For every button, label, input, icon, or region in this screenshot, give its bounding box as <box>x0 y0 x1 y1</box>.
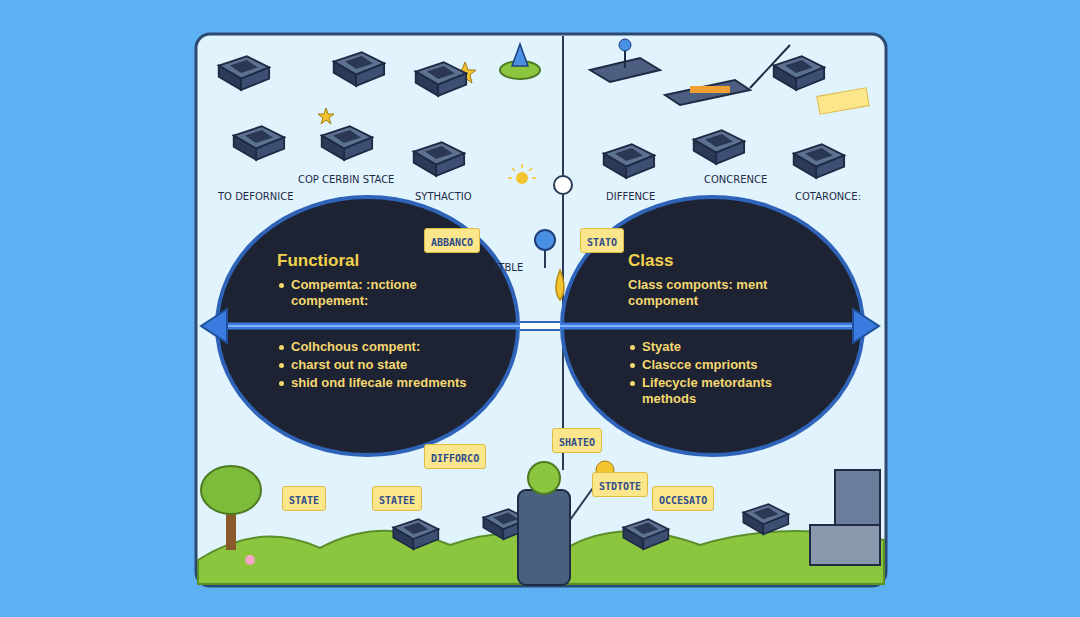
bullet-dot <box>279 363 284 368</box>
state-tag: STATE <box>282 486 326 511</box>
state-tag: DIFFORCO <box>424 444 486 469</box>
bullet-dot <box>279 283 284 288</box>
caption-label: CONCRENCE <box>704 174 767 185</box>
caption-label: COP CERBIN STACE <box>298 174 394 185</box>
bullet-dot <box>279 381 284 386</box>
state-tag: OCCESATO <box>652 486 714 511</box>
tag-text: STDTOTE <box>599 481 641 492</box>
oval-content: ClassClass componts: ment componentStyat… <box>560 195 813 407</box>
tag-text: OCCESATO <box>659 495 707 506</box>
bullet-dot <box>630 381 635 386</box>
bullet-text: Compemta: :nctione compement: <box>277 277 467 309</box>
state-tag: STATEE <box>372 486 422 511</box>
bullet-text: Class componts: ment component <box>628 277 813 309</box>
oval-heading: Class <box>628 251 813 271</box>
machine <box>810 470 880 565</box>
connector-device <box>590 39 790 105</box>
bullet-dot <box>279 345 284 350</box>
caption-label: SYTHACTIO <box>415 191 472 202</box>
link-bar <box>520 326 560 327</box>
link-stroke <box>520 321 560 331</box>
tree <box>201 466 261 565</box>
tag-text: STATO <box>587 237 617 248</box>
caption-label: TO DEFORNICE <box>218 191 293 202</box>
panel <box>196 34 886 586</box>
tag-text: SHATEO <box>559 437 595 448</box>
bullet-text: Lifecycle metordants methods <box>628 375 813 407</box>
state-tag: STATO <box>580 228 624 253</box>
tag-text: ABBANCO <box>431 237 473 248</box>
state-tag: SHATEO <box>552 428 602 453</box>
tag-text: STATE <box>289 495 319 506</box>
bullet-text: shid ond lifecale mredments <box>277 375 467 391</box>
caption-label: COTARONCE: <box>795 191 861 202</box>
bullet-text: charst out no state <box>277 357 467 373</box>
caption-label: STBLE <box>492 262 523 273</box>
divider <box>562 36 564 470</box>
caption-label: DIFFENCE <box>606 191 655 202</box>
link-stroke <box>520 323 560 329</box>
bullet-dot <box>630 345 635 350</box>
tag-text: DIFFORCO <box>431 453 479 464</box>
bullet-dot <box>630 363 635 368</box>
bullet-text: Colhchous compent: <box>277 339 467 355</box>
bullet-text: Clascce cmprionts <box>628 357 813 373</box>
oval-content: FunctioralCompemta: :nctione compement: C… <box>215 195 467 391</box>
bullet-text: Styate <box>628 339 813 355</box>
tag-text: STATEE <box>379 495 415 506</box>
oval-heading: Functioral <box>277 251 467 271</box>
state-tag: ABBANCO <box>424 228 480 253</box>
state-tag: STDTOTE <box>592 472 648 497</box>
